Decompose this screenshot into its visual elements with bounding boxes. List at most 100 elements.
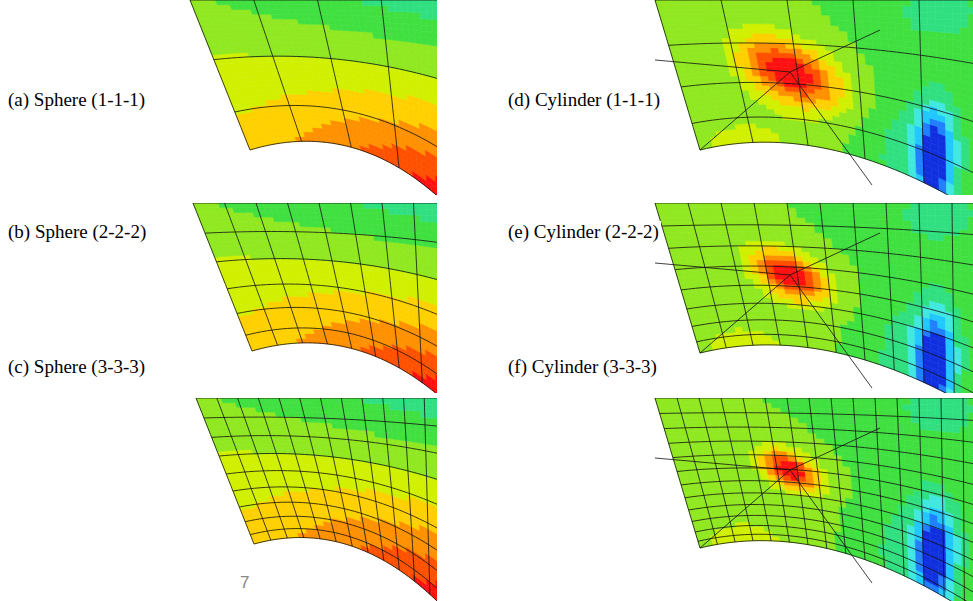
contour-cell (853, 5, 862, 10)
contour-cell (774, 109, 782, 114)
contour-cell (818, 50, 826, 56)
contour-cell (345, 10, 352, 15)
contour-cell (390, 23, 397, 29)
contour-cell (820, 0, 829, 5)
contour-cell (758, 19, 767, 24)
contour-cell (421, 37, 427, 44)
contour-cell (420, 19, 426, 26)
contour-cell (755, 47, 764, 52)
contour-cell (757, 128, 765, 133)
contour-cell (421, 31, 427, 38)
contour-cell (764, 52, 773, 57)
contour-cell (726, 86, 734, 91)
contour-cell (748, 52, 757, 57)
contour-cell (765, 57, 774, 62)
contour-cell (707, 10, 716, 15)
contour-cell (799, 29, 808, 34)
contour-cell (862, 5, 871, 11)
contour-cell (700, 14, 709, 19)
contour-cell (414, 18, 420, 25)
contour-cell (763, 48, 772, 53)
contour-cell (713, 0, 722, 5)
contour-cell (823, 25, 832, 30)
contour-cell (779, 5, 788, 10)
contour-cell (771, 0, 780, 5)
contour-cell (382, 11, 389, 17)
contour-cell (830, 15, 839, 20)
contour-cell (733, 19, 742, 24)
sphere-contour (190, 0, 437, 195)
contour-cell (344, 5, 351, 10)
contour-cell (746, 0, 755, 5)
contour-cell (861, 0, 870, 5)
contour-cell (754, 81, 762, 86)
contour-cell (415, 31, 421, 38)
contour-cell (403, 41, 409, 48)
contour-cell (719, 57, 728, 62)
contour-cell (402, 18, 409, 24)
contour-cell (350, 5, 357, 10)
contour-cell (400, 0, 407, 6)
contour-cell (383, 17, 390, 23)
contour-cell (713, 33, 722, 38)
contour-cell (804, 63, 812, 68)
contour-cell (407, 12, 414, 18)
contour-cell (766, 19, 775, 24)
contour-cell (388, 6, 395, 12)
contour-cell (385, 34, 392, 40)
contour-cell (698, 38, 707, 43)
contour-cell (705, 33, 714, 38)
contour-cell (367, 32, 374, 38)
contour-cell (432, 0, 437, 7)
contour-cell (753, 109, 761, 114)
contour-cell (788, 5, 797, 10)
contour-cell (692, 14, 701, 19)
contour-cell (696, 29, 705, 34)
contour-cell (756, 90, 764, 95)
contour-cell (697, 34, 706, 39)
contour-cell (758, 133, 766, 138)
contour-cell (370, 11, 377, 17)
contour-cell (870, 5, 879, 11)
contour-cell (807, 30, 816, 35)
contour-cell (786, 48, 795, 53)
contour-cell (684, 14, 693, 19)
contour-cell (791, 29, 800, 34)
contour-cell (738, 5, 747, 10)
contour-cell (724, 14, 733, 19)
contour-cell (710, 24, 719, 29)
contour-cell (839, 31, 847, 37)
contour-cell (772, 57, 781, 62)
contour-cell (408, 18, 415, 24)
contour-cell (814, 20, 823, 25)
contour-cell (401, 6, 408, 12)
contour-cell (753, 76, 761, 81)
contour-cell (862, 16, 870, 22)
contour-cell (708, 14, 717, 19)
contour-cell (845, 0, 854, 5)
contour-cell (735, 28, 744, 33)
contour-cell (718, 24, 727, 29)
contour-cell (870, 0, 879, 6)
contour-cell (740, 52, 749, 57)
contour-cell (715, 9, 724, 14)
contour-cell (434, 84, 437, 92)
contour-cell (816, 35, 825, 40)
contour-cell (384, 28, 391, 34)
contour-cell (739, 47, 748, 52)
contour-cell (855, 21, 863, 27)
contour-cell (768, 76, 776, 81)
contour-cell (766, 24, 775, 29)
contour-cell (766, 137, 774, 142)
contour-cell (421, 44, 427, 51)
contour-cell (705, 0, 714, 5)
contour-cell (409, 30, 415, 37)
contour-cell (778, 128, 786, 133)
contour-cell (435, 169, 437, 179)
contour-cell (782, 114, 790, 119)
contour-cell (846, 21, 855, 27)
contour-cell (407, 0, 414, 6)
contour-cell (787, 53, 795, 58)
contour-cell (396, 29, 403, 35)
contour-cell (807, 25, 816, 30)
